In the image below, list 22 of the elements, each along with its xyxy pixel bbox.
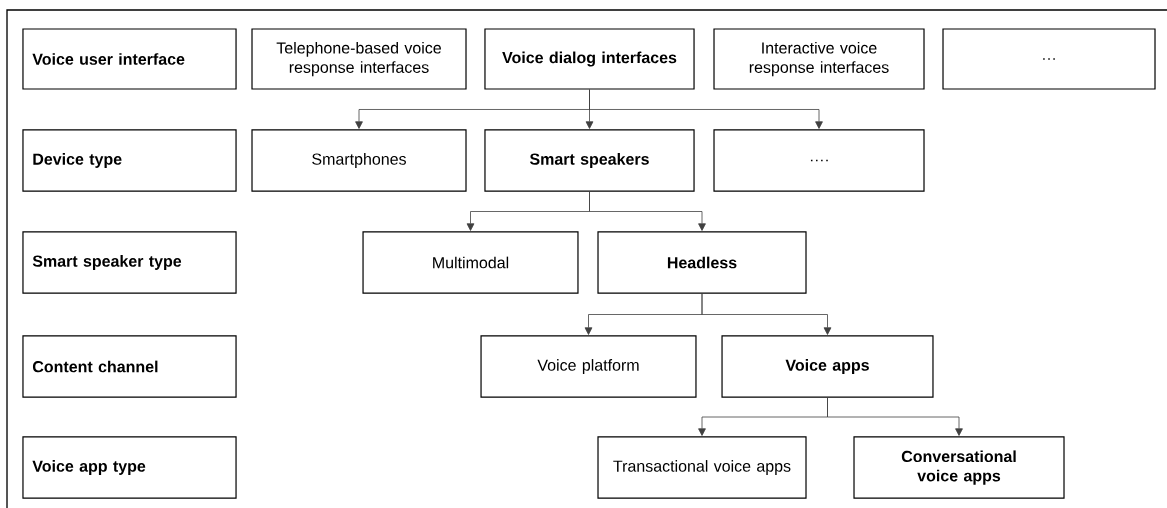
arrow: [589, 89, 823, 129]
option-box: Telephone-based voice response interfaces: [251, 28, 467, 90]
category-label-box: Content channel: [22, 335, 237, 398]
selected-box: Smart speakers: [484, 129, 695, 192]
arrow: [589, 191, 706, 231]
option-box: …: [942, 28, 1156, 90]
option-box: Transactional voice apps: [597, 436, 807, 499]
category-label-box: Device type: [22, 129, 237, 192]
selected-box: Conversational voice apps: [853, 436, 1065, 499]
selected-box: Voice apps: [721, 335, 934, 398]
option-box: Interactive voice response interfaces: [713, 28, 925, 90]
option-box: ….: [713, 129, 925, 192]
arrow: [827, 397, 963, 436]
category-label-box: Smart speaker type: [22, 231, 237, 294]
selected-box: Voice dialog interfaces: [484, 28, 695, 90]
arrow: [701, 293, 832, 335]
option-box: Multimodal: [362, 231, 579, 294]
category-label-box: Voice app type: [22, 436, 237, 499]
category-label-box: Voice user interface: [22, 28, 237, 90]
selected-box: Headless: [597, 231, 807, 294]
option-box: Smartphones: [251, 129, 467, 192]
option-box: Voice platform: [480, 335, 697, 398]
